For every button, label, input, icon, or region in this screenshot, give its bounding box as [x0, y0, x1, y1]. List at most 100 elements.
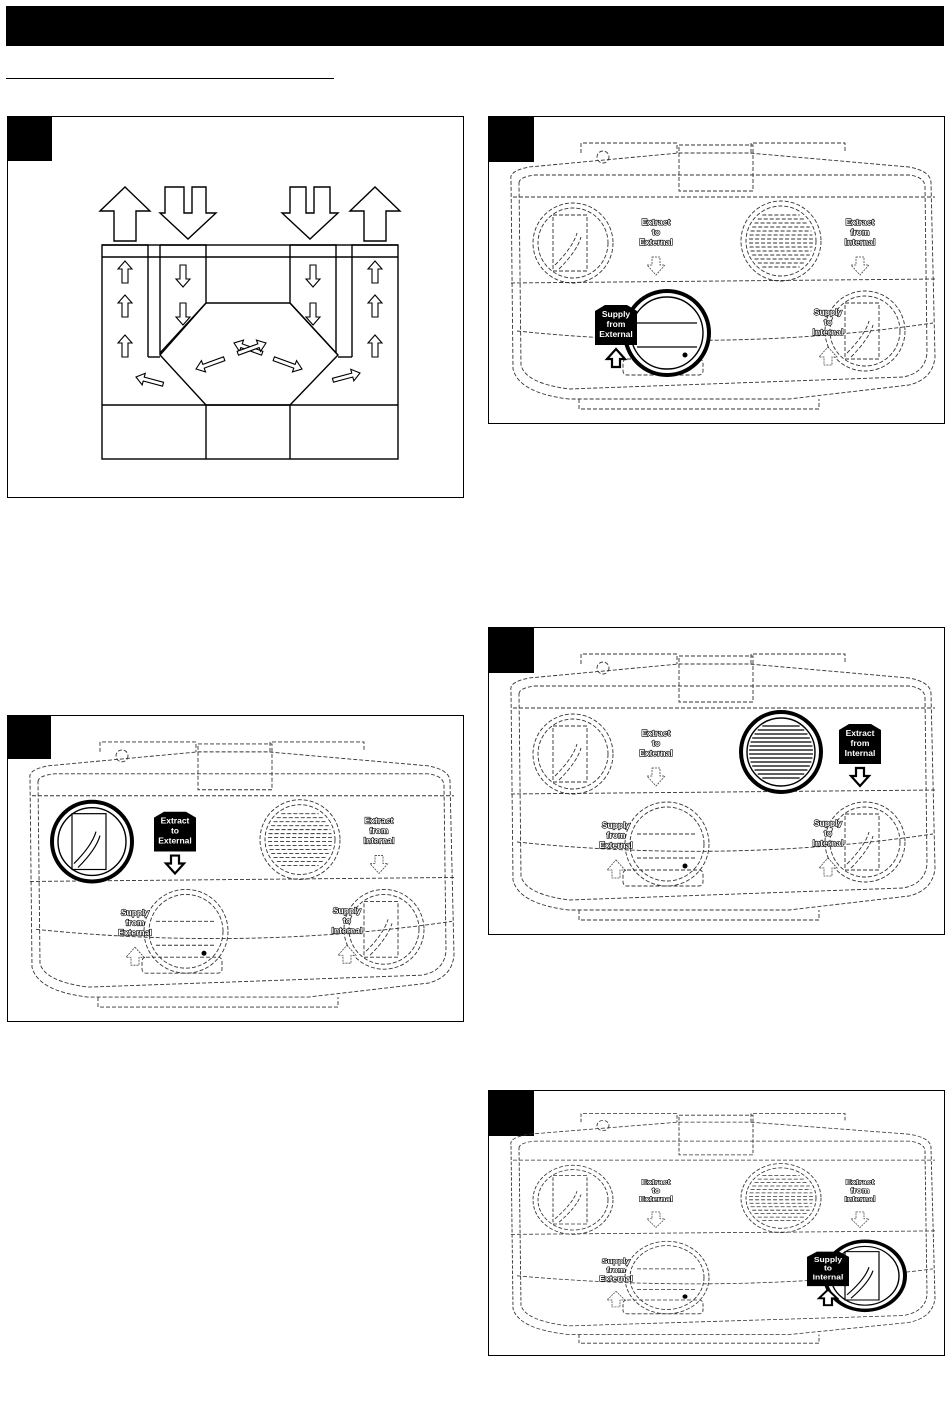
- port-label-text: Supply: [814, 818, 843, 828]
- port-label-text: to: [652, 1186, 660, 1194]
- port-label-text: to: [652, 738, 660, 748]
- arrow-down-icon: [280, 186, 340, 240]
- unit-casing: [510, 663, 936, 911]
- port-label-text: from: [126, 917, 145, 927]
- port-label-text: from: [607, 830, 626, 840]
- port-label-text: Supply: [602, 309, 631, 319]
- figure-number-badge: [489, 117, 534, 162]
- port-label-text: Extract: [642, 1178, 671, 1186]
- port-label-text: to: [171, 826, 179, 836]
- port-label-text: Extract: [365, 816, 394, 826]
- mvhr-unit-top-view: ExtracttoExternalExtractfromInternalSupp…: [510, 653, 936, 921]
- figure-number-badge: [8, 117, 52, 161]
- arrow-down-icon: [646, 1211, 666, 1228]
- port-label-text: Supply: [121, 907, 150, 917]
- label-plate: [197, 743, 273, 791]
- arrow-down-icon: [848, 766, 872, 788]
- port-label-text: External: [118, 927, 151, 937]
- port-label-text: to: [343, 915, 351, 925]
- arrow-down-icon: [850, 1211, 870, 1228]
- port-label-text: Internal: [364, 836, 395, 846]
- port-label-text: Extract: [846, 1178, 875, 1186]
- port-label-text: External: [158, 836, 191, 846]
- arrow-down-icon: [850, 256, 870, 276]
- port-label-text: to: [824, 317, 832, 327]
- port-label-text: Internal: [332, 925, 363, 935]
- port-label-text: External: [599, 329, 633, 339]
- arrow-up-icon: [98, 186, 152, 242]
- arrow-up-icon: [818, 857, 838, 877]
- unit-casing: [510, 152, 936, 400]
- arrow-up-icon: [606, 1290, 626, 1308]
- port-label-text: Supply: [333, 905, 362, 915]
- internal-flow-arrows: [116, 260, 384, 387]
- port-label-text: from: [370, 826, 389, 836]
- heat-exchanger-core: [159, 302, 339, 406]
- port-label-text: from: [851, 738, 870, 748]
- header-bar: [6, 6, 944, 46]
- arrow-down-icon: [369, 855, 389, 875]
- arrow-down-icon: [646, 767, 666, 787]
- arrow-down-icon: [158, 186, 218, 240]
- external-airflow-arrows: [98, 186, 402, 242]
- port-label-text: to: [824, 828, 832, 838]
- port-label-text: Supply: [602, 1257, 631, 1265]
- mvhr-unit-top-view: ExtracttoExternalExtractfromInternalSupp…: [510, 1113, 936, 1344]
- port-label-text: from: [607, 1266, 626, 1274]
- figure-number-badge: [489, 628, 534, 673]
- unit-casing: [29, 751, 455, 998]
- port-label-text: External: [599, 1275, 633, 1283]
- port-label-text: Internal: [845, 1195, 876, 1203]
- port-label-text: Supply: [602, 820, 631, 830]
- port-label-text: Internal: [845, 748, 876, 758]
- arrow-up-icon: [604, 347, 628, 369]
- arrow-down-icon: [163, 854, 187, 876]
- port-label-text: External: [599, 840, 633, 850]
- arrow-up-icon: [818, 346, 838, 366]
- port-label-text: Internal: [813, 327, 844, 337]
- port-label-text: External: [639, 748, 673, 758]
- mvhr-unit-top-view: ExtracttoExternalExtractfromInternalSupp…: [510, 142, 936, 410]
- arrow-up-icon: [606, 859, 626, 879]
- port-label-text: Extract: [846, 217, 875, 227]
- label-plate: [678, 655, 754, 703]
- port-label-text: from: [851, 1186, 870, 1194]
- arrow-up-icon: [337, 944, 357, 964]
- airflow-diagram-svg: [98, 186, 402, 460]
- arrow-up-icon: [348, 186, 402, 242]
- port-label-text: Internal: [813, 838, 844, 848]
- section-underline: [6, 78, 334, 79]
- heat-exchanger-casing: [101, 244, 399, 460]
- port-label-text: Extract: [846, 728, 875, 738]
